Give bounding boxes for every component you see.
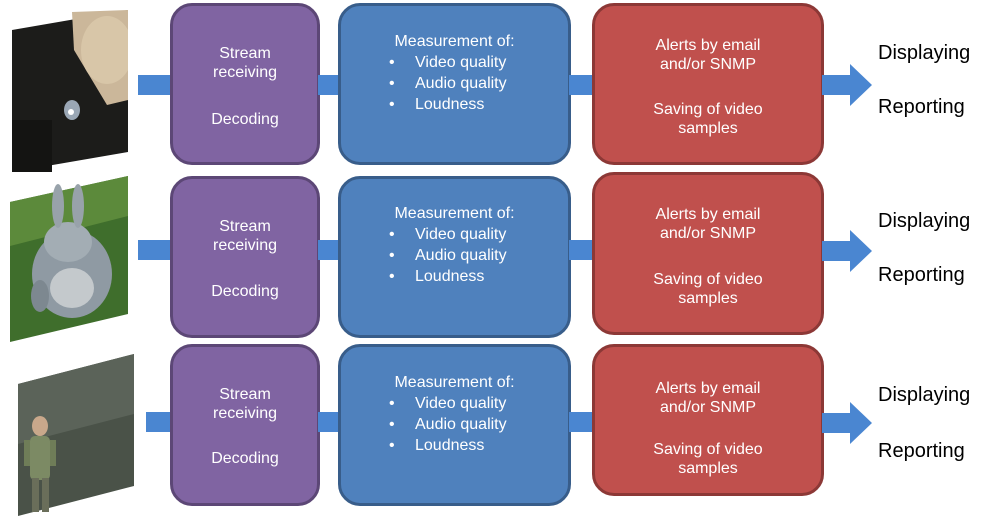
measurement-item: •Loudness bbox=[389, 96, 485, 113]
decoding-label: Decoding bbox=[211, 111, 279, 128]
reporting-label: Reporting bbox=[878, 96, 965, 118]
stream-receiving-box: Stream receiving Decoding bbox=[170, 344, 320, 506]
stream-receiving-box: Stream receiving Decoding bbox=[170, 176, 320, 338]
stream-receiving-box: Stream receiving Decoding bbox=[170, 3, 320, 165]
output-arrow-icon bbox=[822, 402, 872, 444]
measurement-item: •Video quality bbox=[389, 226, 507, 243]
displaying-label: Displaying bbox=[878, 42, 971, 64]
measurement-title: Measurement of: bbox=[394, 205, 515, 222]
alerts-line: Alerts by email bbox=[655, 206, 761, 223]
saving-line: Saving of video bbox=[653, 101, 763, 118]
stream-label: Stream bbox=[219, 386, 271, 403]
saving-line: samples bbox=[678, 460, 738, 477]
reporting-label: Reporting bbox=[878, 264, 965, 286]
measurement-box: Measurement of: •Video quality •Audio qu… bbox=[338, 176, 571, 338]
arrow-connector-icon bbox=[569, 75, 595, 95]
alerts-line: Alerts by email bbox=[655, 380, 761, 397]
alerts-line: and/or SNMP bbox=[659, 399, 757, 416]
output-arrow-icon bbox=[822, 64, 872, 106]
saving-line: samples bbox=[678, 290, 738, 307]
decoding-label: Decoding bbox=[211, 283, 279, 300]
measurement-box: Measurement of: •Video quality •Audio qu… bbox=[338, 344, 571, 506]
alerts-box: Alerts by email and/or SNMP Saving of vi… bbox=[592, 344, 824, 496]
measurement-item: •Loudness bbox=[389, 268, 485, 285]
stream-label: Stream bbox=[219, 218, 271, 235]
reporting-label: Reporting bbox=[878, 440, 965, 462]
pipeline-row-3: Stream receiving Decoding Measurement of… bbox=[0, 344, 998, 516]
measurement-item: •Loudness bbox=[389, 437, 485, 454]
measurement-item: •Video quality bbox=[389, 395, 507, 412]
measurement-list: •Video quality •Audio quality •Loudness bbox=[385, 224, 507, 287]
alerts-line: and/or SNMP bbox=[659, 56, 757, 73]
pipeline-row-2: Stream receiving Decoding Measurement of… bbox=[0, 172, 998, 342]
measurement-item: •Video quality bbox=[389, 54, 507, 71]
saving-line: Saving of video bbox=[653, 441, 763, 458]
alerts-box: Alerts by email and/or SNMP Saving of vi… bbox=[592, 3, 824, 165]
arrow-connector-icon bbox=[318, 240, 340, 260]
receiving-label: receiving bbox=[212, 405, 278, 422]
stream-label: Stream bbox=[219, 45, 271, 62]
alerts-box: Alerts by email and/or SNMP Saving of vi… bbox=[592, 172, 824, 335]
saving-line: Saving of video bbox=[653, 271, 763, 288]
measurement-title: Measurement of: bbox=[394, 33, 515, 50]
arrow-connector-icon bbox=[569, 412, 595, 432]
pipeline-row-1: Stream receiving Decoding Measurement of… bbox=[0, 0, 998, 172]
receiving-label: receiving bbox=[212, 64, 278, 81]
video-thumbnail-2 bbox=[10, 176, 128, 342]
alerts-line: Alerts by email bbox=[655, 37, 761, 54]
saving-line: samples bbox=[678, 120, 738, 137]
video-thumbnail-1 bbox=[12, 10, 128, 172]
decoding-label: Decoding bbox=[211, 450, 279, 467]
displaying-label: Displaying bbox=[878, 210, 971, 232]
arrow-connector-icon bbox=[318, 412, 340, 432]
measurement-item: •Audio quality bbox=[389, 247, 507, 264]
arrow-connector-icon bbox=[138, 75, 174, 95]
output-arrow-icon bbox=[822, 230, 872, 272]
video-thumbnail-3 bbox=[18, 354, 134, 516]
measurement-title: Measurement of: bbox=[394, 374, 515, 391]
arrow-connector-icon bbox=[318, 75, 340, 95]
measurement-item: •Audio quality bbox=[389, 75, 507, 92]
arrow-connector-icon bbox=[146, 412, 174, 432]
measurement-item: •Audio quality bbox=[389, 416, 507, 433]
measurement-list: •Video quality •Audio quality •Loudness bbox=[385, 52, 507, 115]
measurement-list: •Video quality •Audio quality •Loudness bbox=[385, 393, 507, 456]
measurement-box: Measurement of: •Video quality •Audio qu… bbox=[338, 3, 571, 165]
alerts-line: and/or SNMP bbox=[659, 225, 757, 242]
displaying-label: Displaying bbox=[878, 384, 971, 406]
arrow-connector-icon bbox=[138, 240, 174, 260]
arrow-connector-icon bbox=[569, 240, 595, 260]
receiving-label: receiving bbox=[212, 237, 278, 254]
